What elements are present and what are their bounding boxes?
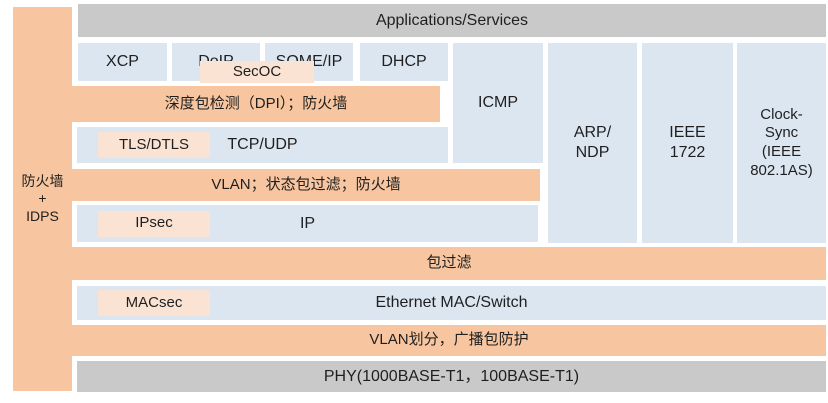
layer-applications-services: Applications/Services [78,4,826,37]
security-dpi-firewall-bar: 深度包检测（DPI）；防火墙 [72,86,440,122]
layer-clock-sync-802-1as: Clock- Sync (IEEE 802.1AS) [737,43,826,243]
layer-network-row: IP IPsec [77,205,538,242]
layer-mac-row: Ethernet MAC/Switch MACsec [77,286,826,320]
layer-ethernet-mac-switch: Ethernet MAC/Switch [375,294,528,311]
layer-transport-row: TCP/UDP TLS/DTLS [77,127,448,163]
firewall-idps-sidebar: 防火墙 + IDPS [13,7,72,391]
layer-icmp: ICMP [453,43,543,163]
security-macsec: MACsec [98,290,210,316]
layer-ieee-1722: IEEE 1722 [642,43,733,243]
layer-ip: IP [299,214,316,232]
layer-tcp-udp: TCP/UDP [227,136,298,153]
security-tls-dtls: TLS/DTLS [98,132,210,158]
layer-phy: PHY(1000BASE-T1，100BASE-T1) [77,361,826,392]
security-packet-filter-bar: 包过滤 [72,247,826,280]
layer-arp-ndp: ARP/ NDP [548,43,637,243]
layer-xcp: XCP [78,43,167,81]
security-vlan-division-broadcast-protection-bar: VLAN划分，广播包防护 [72,325,826,356]
security-ipsec: IPsec [98,210,210,237]
security-secoc-overlay: SecOC [200,61,314,83]
layer-dhcp: DHCP [360,43,448,81]
security-vlan-stateful-filter-firewall-bar: VLAN；状态包过滤；防火墙 [72,169,540,201]
